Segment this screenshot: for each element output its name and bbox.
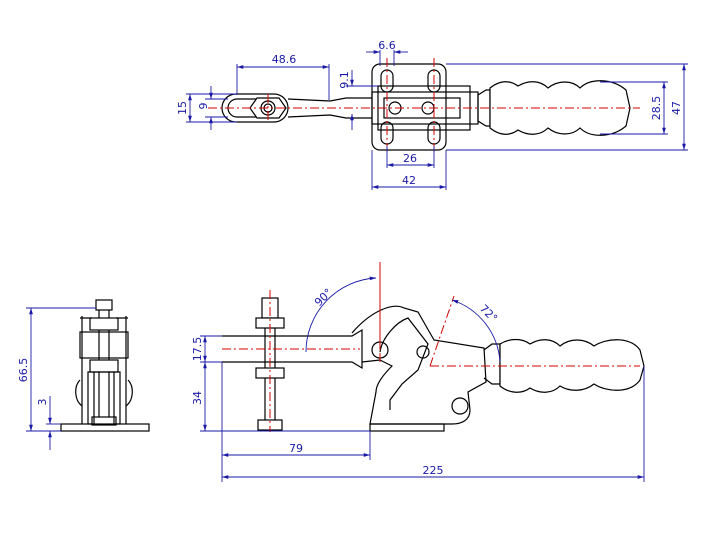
dim-26: 26 [403, 152, 417, 165]
angle-90: 90° [312, 286, 335, 309]
spindle-tip [95, 299, 113, 311]
dim-15: 15 [176, 101, 189, 115]
dim-225: 225 [423, 464, 444, 477]
dim-3: 3 [36, 399, 49, 406]
dim-9: 9 [197, 103, 210, 110]
top-dimensions: 48.6 6.6 9.1 15 9 26 42 28. [176, 39, 688, 190]
dim-47: 47 [670, 101, 683, 115]
front-base [369, 423, 445, 432]
angle-72: 72° [477, 302, 500, 325]
dim-48-6: 48.6 [272, 53, 297, 66]
dim-42: 42 [402, 174, 416, 187]
dim-66-5: 66.5 [17, 358, 30, 383]
dim-6-6: 6.6 [378, 39, 396, 52]
dim-9-1: 9.1 [338, 71, 351, 89]
base-plate [371, 63, 447, 151]
top-view [208, 58, 640, 155]
clamp-arm [222, 328, 363, 370]
side-view [60, 299, 150, 432]
dim-34: 34 [191, 391, 204, 405]
linkage-body [351, 305, 487, 425]
front-view: 90° 72° [222, 262, 645, 432]
dim-28-5: 28.5 [650, 96, 663, 121]
side-dimensions: 66.5 3 [17, 307, 96, 450]
dim-17-5: 17.5 [191, 337, 204, 362]
front-dimensions: 17.5 34 79 225 [191, 335, 645, 482]
dim-79: 79 [289, 442, 303, 455]
